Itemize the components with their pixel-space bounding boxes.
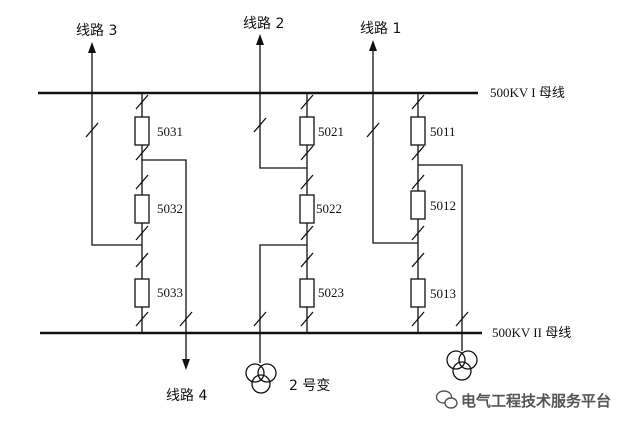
wechat-icon bbox=[444, 397, 458, 409]
disconnect-switch bbox=[411, 145, 425, 161]
breaker-5033 bbox=[134, 278, 150, 308]
transformer-2-label: 2 号变 bbox=[289, 378, 330, 394]
breaker-5021-label: 5021 bbox=[318, 124, 344, 139]
breaker-5011 bbox=[410, 116, 426, 146]
breaker-5022-label: 5022 bbox=[316, 201, 342, 216]
disconnect-switch bbox=[135, 311, 149, 327]
breaker-5012 bbox=[410, 190, 426, 220]
transformer-winding-icon bbox=[446, 350, 466, 370]
transformer-winding-icon bbox=[458, 350, 478, 370]
bus-i: 500KV I 母线 bbox=[38, 85, 565, 100]
disconnect-switch bbox=[300, 225, 314, 241]
bus-ii: 500KV II 母线 bbox=[40, 325, 571, 340]
string-1: 5011 5012 5013 bbox=[410, 93, 456, 333]
breaker-5031 bbox=[134, 116, 150, 146]
transformer-right-wire bbox=[418, 164, 463, 351]
disconnect-switch bbox=[411, 311, 425, 327]
arrow-up-icon bbox=[88, 42, 96, 53]
watermark-text: 电气工程技术服务平台 bbox=[461, 392, 611, 410]
disconnect-switch bbox=[135, 174, 149, 190]
feeder-line-4-label: 线路 4 bbox=[166, 388, 207, 404]
feeder-line-4-wire bbox=[142, 159, 187, 362]
disconnect-switch bbox=[300, 252, 314, 268]
feeder-line-1-label: 线路 1 bbox=[360, 21, 401, 37]
breaker-5013 bbox=[410, 278, 426, 308]
disconnect-switch bbox=[135, 145, 149, 161]
string-2: 5021 5022 5023 bbox=[299, 93, 344, 333]
feeder-line-3: 线路 3 bbox=[76, 23, 142, 246]
breaker-5032 bbox=[134, 194, 150, 224]
disconnect-switch bbox=[300, 94, 314, 110]
disconnect-switch bbox=[411, 174, 425, 190]
disconnect-switch bbox=[300, 174, 314, 190]
bus-ii-label: 500KV II 母线 bbox=[492, 325, 571, 340]
breaker-5021 bbox=[299, 116, 315, 146]
disconnect-switch bbox=[411, 252, 425, 268]
breaker-5032-label: 5032 bbox=[157, 201, 183, 216]
transformer-2: 2 号变 bbox=[245, 244, 330, 394]
disconnect-switch bbox=[300, 311, 314, 327]
feeder-line-3-label: 线路 3 bbox=[76, 23, 117, 39]
transformer-2-wire bbox=[259, 244, 307, 363]
feeder-line-1-wire bbox=[372, 48, 418, 244]
disconnect-switch bbox=[366, 122, 380, 138]
disconnect-switch bbox=[85, 122, 99, 138]
feeder-line-4: 线路 4 bbox=[142, 159, 207, 404]
transformer-winding-icon bbox=[257, 363, 277, 383]
breaker-5011-label: 5011 bbox=[430, 124, 456, 139]
feeder-line-2-label: 线路 2 bbox=[243, 16, 284, 32]
disconnect-switch bbox=[411, 94, 425, 110]
breaker-5031-label: 5031 bbox=[157, 124, 183, 139]
disconnect-switch bbox=[411, 225, 425, 241]
transformer-winding-icon bbox=[452, 361, 472, 381]
bus-i-label: 500KV I 母线 bbox=[490, 85, 565, 100]
breaker-5023 bbox=[299, 278, 315, 308]
breaker-5023-label: 5023 bbox=[318, 285, 344, 300]
disconnect-switch bbox=[135, 94, 149, 110]
disconnect-switch bbox=[300, 145, 314, 161]
feeder-line-2: 线路 2 bbox=[243, 16, 307, 169]
string-3: 5031 5032 5033 bbox=[134, 93, 183, 333]
arrow-down-icon bbox=[182, 359, 190, 370]
transformer-winding-icon bbox=[251, 374, 271, 394]
disconnect-switch bbox=[179, 311, 193, 327]
disconnect-switch bbox=[135, 252, 149, 268]
breaker-5013-label: 5013 bbox=[430, 286, 456, 301]
transformer-right bbox=[418, 164, 478, 381]
disconnect-switches bbox=[85, 94, 469, 327]
feeder-line-3-wire bbox=[91, 50, 142, 246]
breaker-5033-label: 5033 bbox=[157, 285, 183, 300]
feeder-line-1: 线路 1 bbox=[360, 21, 418, 244]
breaker-5022 bbox=[299, 194, 315, 224]
arrow-up-icon bbox=[369, 40, 377, 51]
disconnect-switch bbox=[253, 311, 267, 327]
breaker-5012-label: 5012 bbox=[430, 198, 456, 213]
arrow-up-icon bbox=[256, 34, 264, 45]
transformer-winding-icon bbox=[245, 363, 265, 383]
disconnect-switch bbox=[253, 117, 267, 133]
feeder-line-2-wire bbox=[259, 42, 307, 169]
disconnect-switch bbox=[135, 225, 149, 241]
watermark: 电气工程技术服务平台 bbox=[435, 390, 611, 410]
disconnect-switch bbox=[455, 311, 469, 327]
